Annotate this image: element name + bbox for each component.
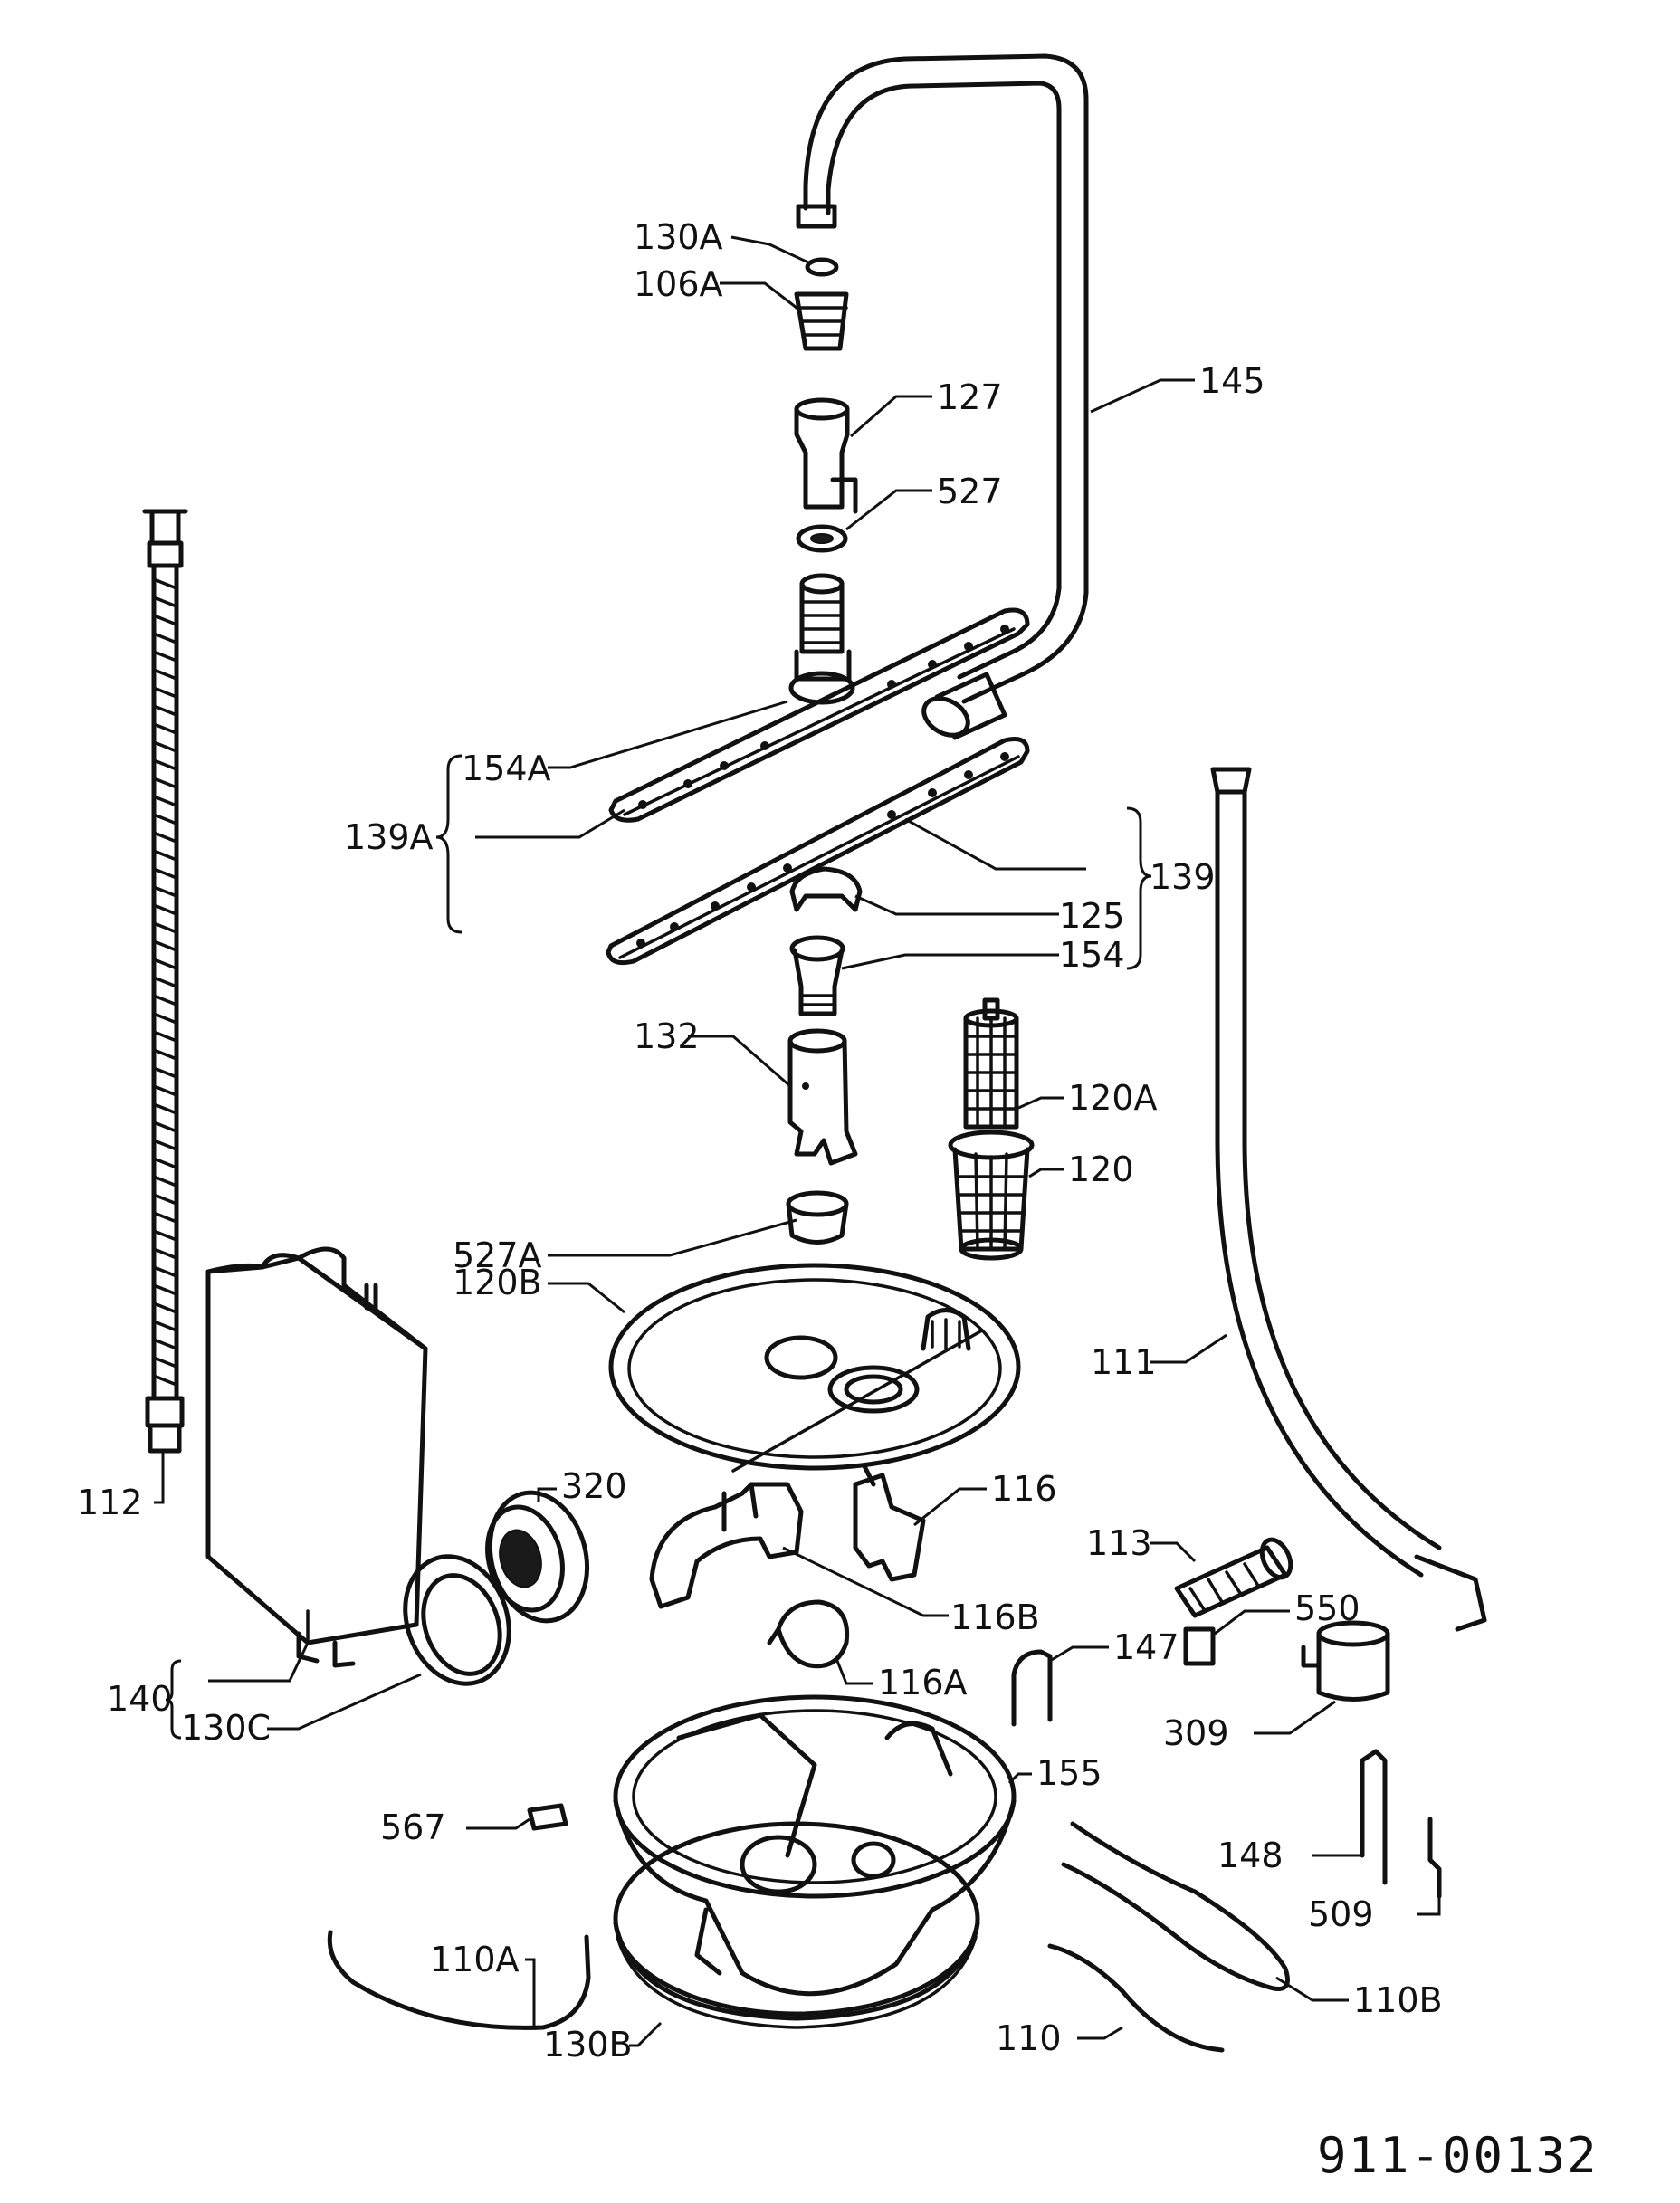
label-116A: 116A (878, 1663, 968, 1702)
label-145: 145 (1199, 361, 1265, 401)
fill-hose-part (142, 509, 188, 1454)
flap-valve-part (767, 1599, 850, 1669)
label-106A: 106A (634, 264, 723, 304)
label-527A: 527A (453, 1235, 542, 1275)
spray-hub-part (799, 573, 845, 654)
spray-supply-pipe-part (796, 53, 1089, 740)
label-140: 140 (107, 1679, 173, 1719)
seal-part (796, 524, 848, 553)
label-509: 509 (1308, 1894, 1374, 1934)
impeller-housing-part (853, 1464, 926, 1582)
label-125: 125 (1059, 896, 1125, 936)
label-155: 155 (1036, 1753, 1102, 1793)
label-110A: 110A (430, 1940, 520, 1979)
label-120A: 120A (1068, 1078, 1158, 1118)
clip-part (789, 866, 863, 912)
label-320: 320 (561, 1466, 627, 1506)
water-tank-part (205, 1246, 428, 1668)
pump-cover-part (485, 1490, 590, 1624)
upper-tube-part (794, 397, 858, 514)
bracket-part (1360, 1749, 1388, 1885)
label-110B: 110B (1353, 1980, 1443, 2020)
label-130C: 130C (181, 1708, 271, 1748)
small-clip-part (527, 1803, 568, 1831)
filter-plate-part (608, 1263, 1021, 1473)
wire-part (327, 1930, 591, 2030)
label-113: 113 (1086, 1523, 1152, 1563)
label-139A: 139A (344, 817, 434, 857)
sump-part (613, 1694, 1017, 1997)
small-block-part (1183, 1626, 1216, 1666)
part-labels: 130A 106A 127 145 527 154A 139A 139 125 … (77, 217, 1443, 2065)
label-154A: 154A (462, 749, 551, 788)
label-147: 147 (1113, 1627, 1179, 1667)
label-550: 550 (1294, 1588, 1360, 1628)
label-154: 154 (1059, 935, 1125, 975)
seal-ring-part (403, 1554, 511, 1686)
label-148: 148 (1217, 1836, 1284, 1875)
label-130B: 130B (543, 2025, 633, 2065)
drain-hose-part (1174, 1537, 1293, 1618)
lower-spray-arm-part (606, 737, 1030, 966)
label-110: 110 (996, 2018, 1062, 2058)
label-116: 116 (991, 1469, 1057, 1509)
cap-part (1301, 1620, 1390, 1702)
spray-nut-part (794, 291, 849, 351)
label-130A: 130A (634, 217, 723, 257)
outlet-hose-part (1210, 767, 1487, 1632)
label-111: 111 (1091, 1342, 1157, 1382)
sump-gasket-part (613, 1821, 980, 2029)
leader-lines (154, 235, 1441, 2047)
lower-tube-part (788, 1028, 858, 1166)
hose-110-part (1047, 1943, 1225, 2053)
label-132: 132 (634, 1016, 700, 1056)
fine-filter-part (963, 997, 1019, 1130)
hose-clip-part (1011, 1649, 1053, 1727)
label-120B: 120B (453, 1263, 542, 1302)
label-567: 567 (380, 1807, 446, 1847)
label-120: 120 (1068, 1149, 1134, 1189)
label-139: 139 (1150, 857, 1216, 897)
pump-housing-part (649, 1482, 804, 1609)
brackets (165, 754, 1152, 1740)
label-116B: 116B (950, 1597, 1040, 1637)
pin-part (1427, 1817, 1442, 1899)
coarse-filter-part (948, 1130, 1035, 1261)
o-ring-part (805, 257, 839, 277)
lower-seal-part (786, 1190, 849, 1245)
label-527: 527 (937, 472, 1003, 511)
label-112: 112 (77, 1483, 143, 1522)
drawing-number: 911-00132 (1317, 2127, 1599, 2184)
label-127: 127 (937, 377, 1003, 417)
label-309: 309 (1163, 1713, 1229, 1753)
lower-hub-part (789, 935, 845, 1016)
